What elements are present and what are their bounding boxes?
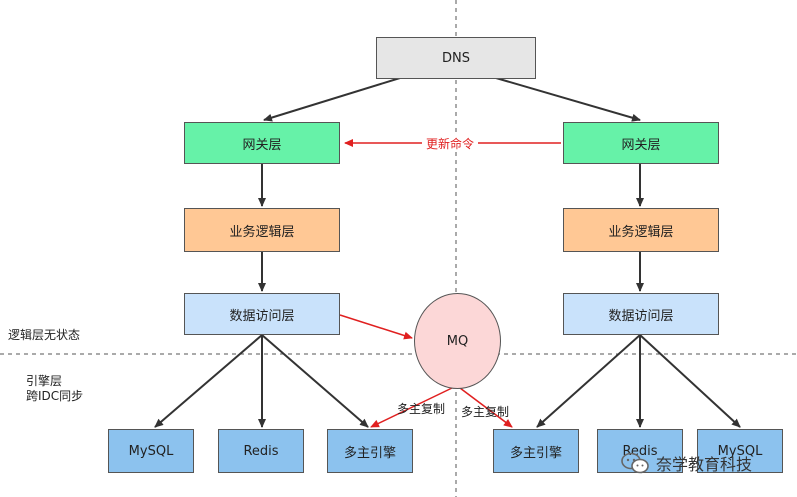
left-mysql-box: MySQL	[108, 429, 194, 473]
dns-box: DNS	[376, 37, 536, 79]
left-mysql-label: MySQL	[128, 443, 174, 459]
arrow-mq-replicate-left	[370, 387, 453, 428]
replicate-left-label: 多主复制	[397, 402, 446, 416]
left-business-label: 业务逻辑层	[229, 224, 295, 240]
left-multi-engine-label: 多主引擎	[343, 445, 396, 461]
right-data-access-label: 数据访问层	[608, 308, 674, 324]
mq-label: MQ	[446, 333, 469, 349]
watermark-text: 奈学教育科技	[656, 455, 753, 474]
arrow-dns-left-gateway	[263, 77, 401, 122]
right-gateway-box: 网关层	[563, 122, 719, 164]
wechat-icon	[621, 452, 649, 474]
watermark: 奈学教育科技	[620, 451, 752, 475]
engine-layer-label: 引擎层	[26, 374, 63, 388]
left-business-box: 业务逻辑层	[184, 208, 340, 252]
replicate-right-label: 多主复制	[461, 405, 510, 419]
arrow-data-to-mq	[339, 314, 413, 340]
update-command-label: 更新命令	[422, 135, 479, 152]
right-mysql-box: MySQL	[697, 429, 783, 473]
right-data-access-box: 数据访问层	[563, 293, 719, 335]
mq-node: MQ	[414, 293, 501, 389]
left-redis-box: Redis	[218, 429, 304, 473]
left-data-access-box: 数据访问层	[184, 293, 340, 335]
cross-idc-sync-label: 跨IDC同步	[26, 389, 84, 403]
left-redis-label: Redis	[243, 443, 279, 459]
left-multi-engine-box: 多主引擎	[327, 429, 413, 473]
right-multi-engine-box: 多主引擎	[493, 429, 579, 473]
right-multi-engine-label: 多主引擎	[509, 445, 562, 461]
left-gateway-label: 网关层	[242, 137, 282, 153]
right-mysql-label: MySQL	[717, 443, 763, 459]
right-business-label: 业务逻辑层	[608, 224, 674, 240]
right-redis-label: Redis	[622, 443, 658, 459]
arrow-mq-replicate-right	[459, 387, 513, 428]
right-business-box: 业务逻辑层	[563, 208, 719, 252]
logic-stateless-label: 逻辑层无状态	[8, 328, 81, 342]
left-gateway-box: 网关层	[184, 122, 340, 164]
left-data-access-label: 数据访问层	[229, 308, 295, 324]
arrow-dns-right-gateway	[495, 77, 641, 122]
right-gateway-label: 网关层	[621, 137, 661, 153]
dns-label: DNS	[442, 50, 470, 66]
